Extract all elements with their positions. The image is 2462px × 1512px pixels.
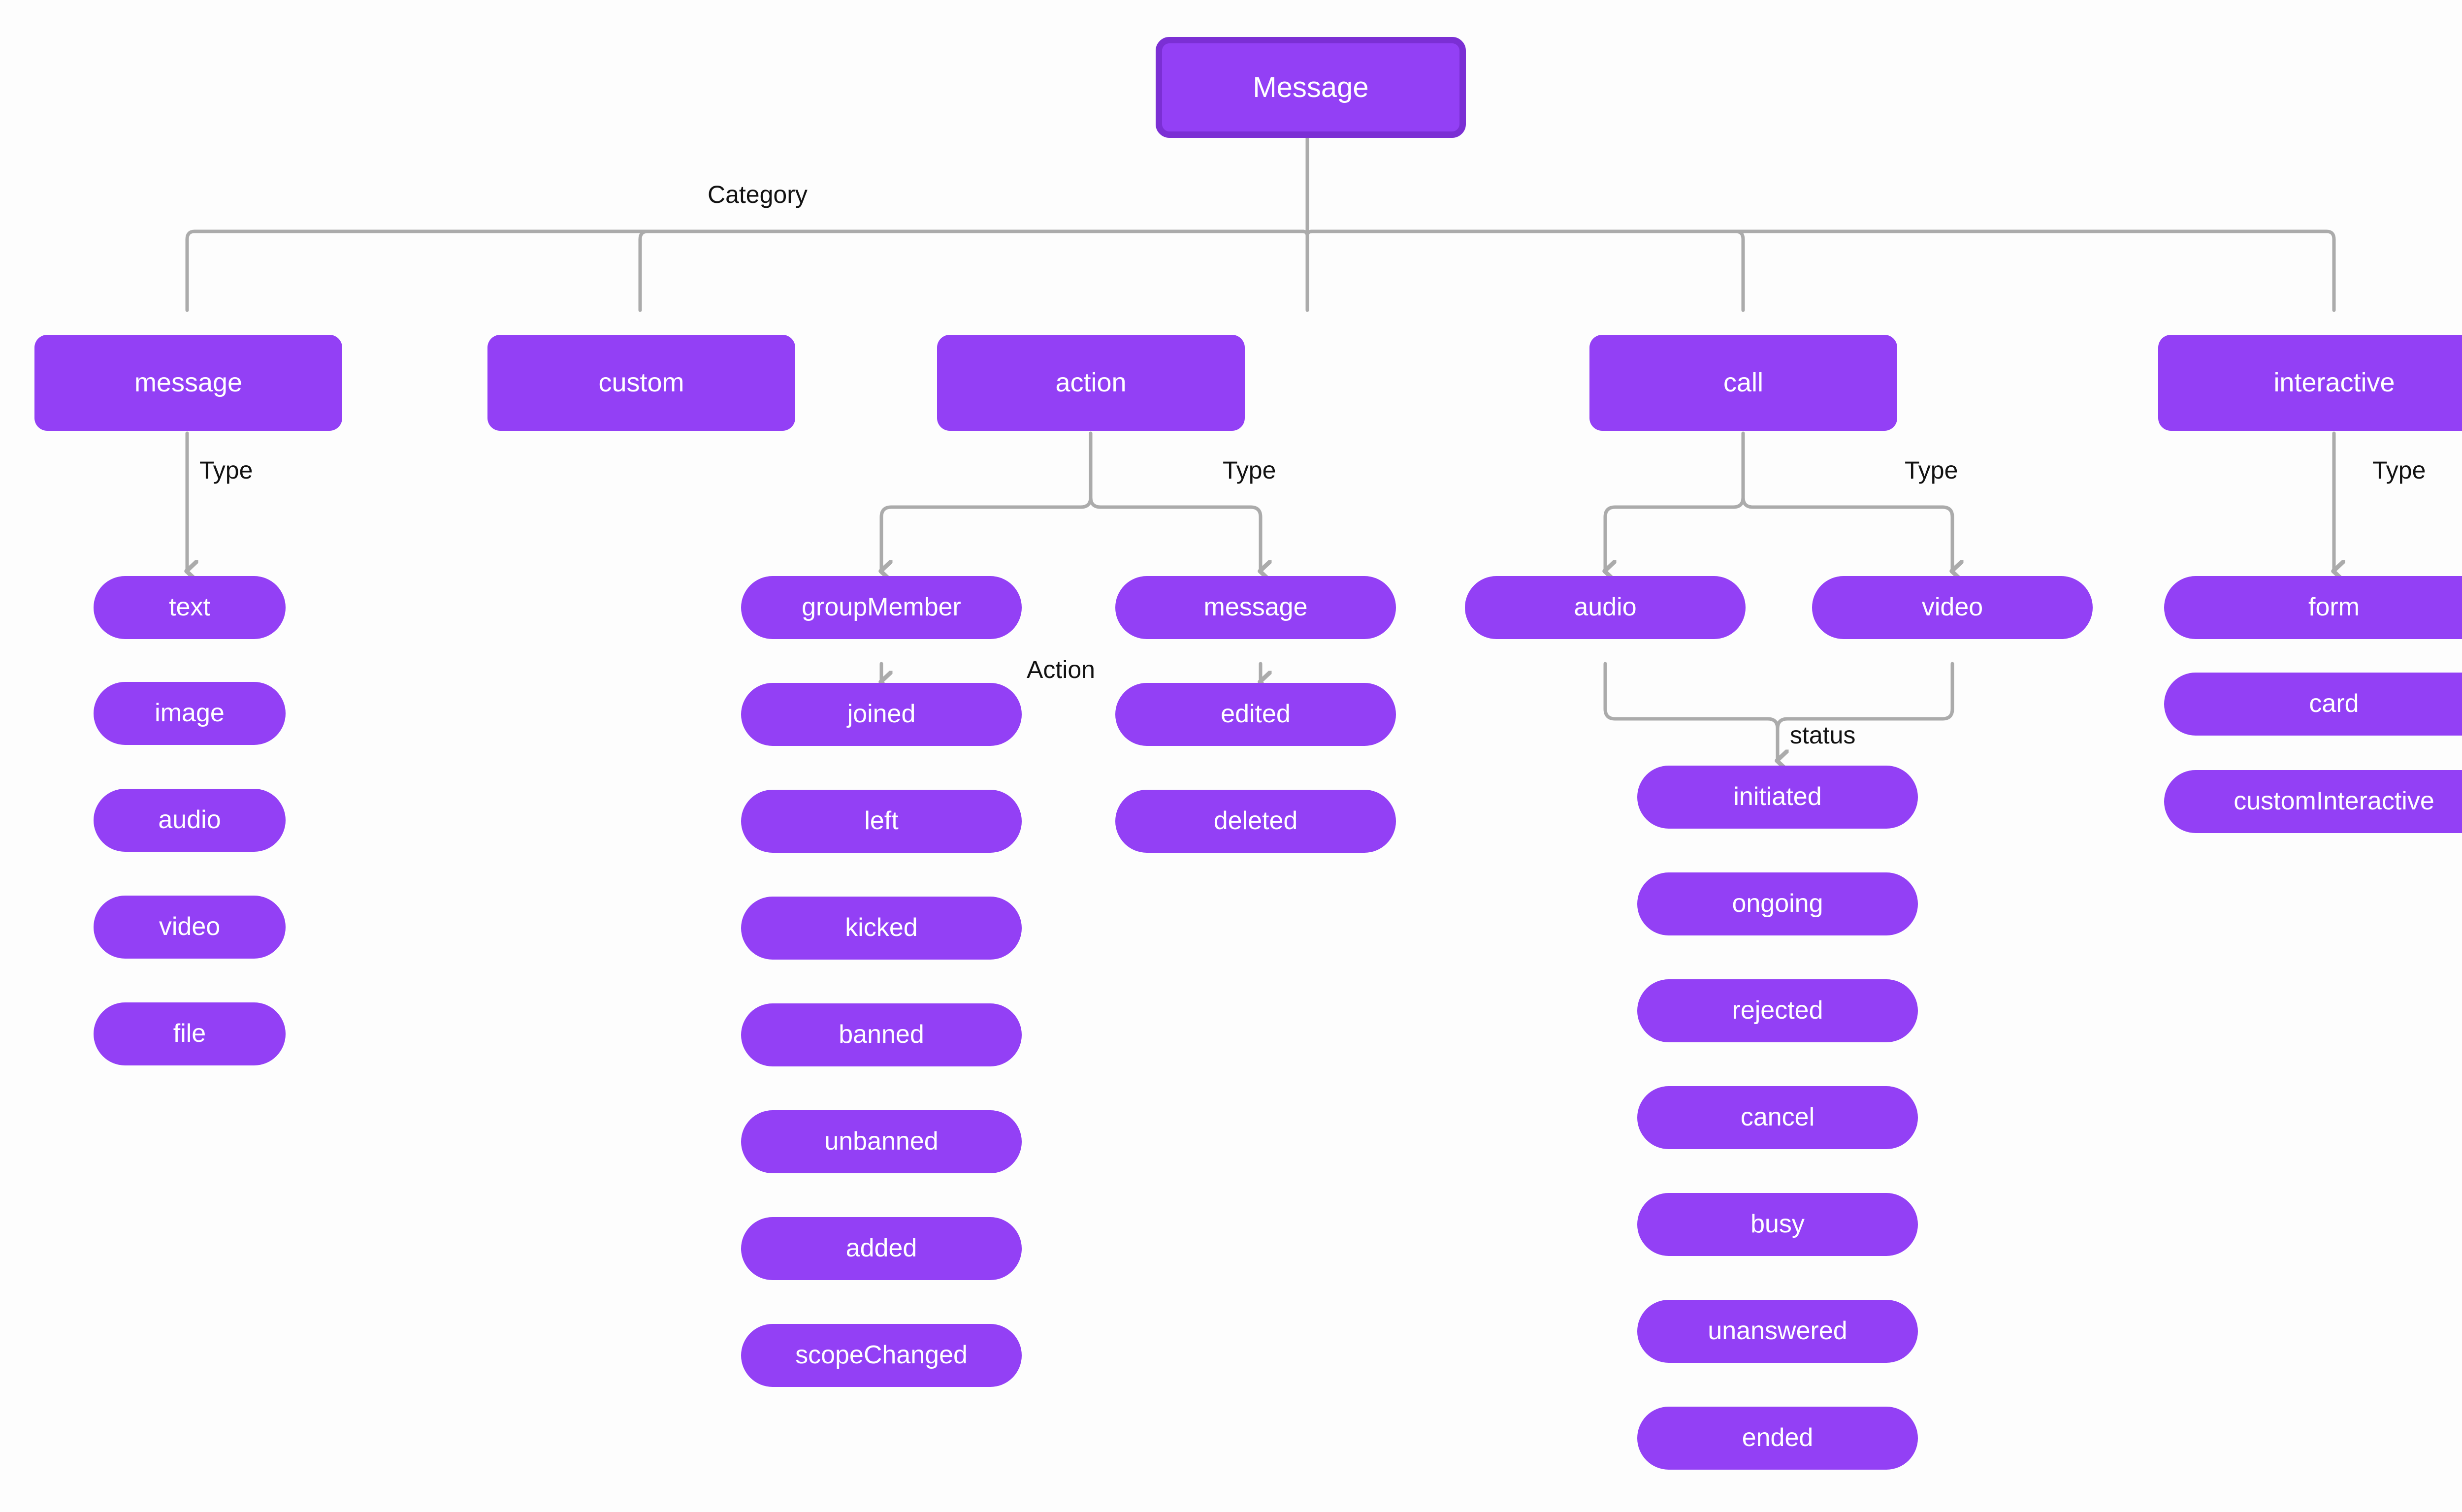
node-interactive-type-form[interactable]: form bbox=[2164, 576, 2462, 639]
node-message-type-image[interactable]: image bbox=[94, 682, 286, 745]
node-label: unanswered bbox=[1708, 1317, 1847, 1346]
node-root-message[interactable]: Message bbox=[1156, 37, 1466, 138]
edge-label-status: status bbox=[1790, 721, 1856, 749]
node-message-action-deleted[interactable]: deleted bbox=[1115, 790, 1396, 853]
node-label: banned bbox=[839, 1020, 924, 1049]
node-label: video bbox=[159, 912, 221, 941]
node-action-type-groupmember[interactable]: groupMember bbox=[741, 576, 1022, 639]
node-label: rejected bbox=[1732, 996, 1823, 1025]
node-label: custom bbox=[598, 367, 684, 397]
node-label: customInteractive bbox=[2234, 787, 2434, 816]
node-label: action bbox=[1055, 367, 1127, 397]
edge-label-type-interactive: Type bbox=[2372, 456, 2426, 484]
node-label: initiated bbox=[1733, 782, 1822, 811]
node-category-message[interactable]: message bbox=[34, 335, 342, 431]
node-category-custom[interactable]: custom bbox=[487, 335, 795, 431]
node-call-status-cancel[interactable]: cancel bbox=[1637, 1086, 1918, 1149]
node-call-status-initiated[interactable]: initiated bbox=[1637, 766, 1918, 829]
node-label: busy bbox=[1750, 1210, 1805, 1239]
node-interactive-type-custominteractive[interactable]: customInteractive bbox=[2164, 770, 2462, 833]
node-group-action-unbanned[interactable]: unbanned bbox=[741, 1110, 1022, 1173]
node-message-action-edited[interactable]: edited bbox=[1115, 683, 1396, 746]
node-label: file bbox=[173, 1019, 206, 1048]
node-label: joined bbox=[847, 700, 916, 729]
edge-label-action: Action bbox=[1027, 656, 1095, 683]
node-label: message bbox=[134, 367, 243, 397]
node-call-status-ended[interactable]: ended bbox=[1637, 1407, 1918, 1470]
node-label: groupMember bbox=[802, 593, 961, 622]
edge-label-type-message: Type bbox=[199, 456, 253, 484]
node-label: video bbox=[1921, 593, 1983, 622]
node-label: call bbox=[1723, 367, 1764, 397]
node-group-action-added[interactable]: added bbox=[741, 1217, 1022, 1280]
node-message-type-file[interactable]: file bbox=[94, 1002, 286, 1065]
node-label: audio bbox=[158, 805, 221, 835]
node-group-action-joined[interactable]: joined bbox=[741, 683, 1022, 746]
node-label: ended bbox=[1742, 1423, 1814, 1452]
node-label: message bbox=[1203, 593, 1308, 622]
node-label: kicked bbox=[845, 913, 918, 942]
node-call-type-video[interactable]: video bbox=[1812, 576, 2093, 639]
node-message-type-text[interactable]: text bbox=[94, 576, 286, 639]
node-category-call[interactable]: call bbox=[1589, 335, 1897, 431]
node-label: ongoing bbox=[1732, 889, 1823, 918]
node-group-action-scopechanged[interactable]: scopeChanged bbox=[741, 1324, 1022, 1387]
node-interactive-type-card[interactable]: card bbox=[2164, 673, 2462, 736]
node-call-status-rejected[interactable]: rejected bbox=[1637, 979, 1918, 1042]
node-category-interactive[interactable]: interactive bbox=[2158, 335, 2462, 431]
node-label: form bbox=[2308, 593, 2360, 622]
node-call-status-unanswered[interactable]: unanswered bbox=[1637, 1300, 1918, 1363]
node-label: text bbox=[169, 593, 210, 622]
edge-label-category: Category bbox=[708, 181, 808, 208]
node-label: scopeChanged bbox=[795, 1341, 968, 1370]
node-label: added bbox=[845, 1234, 917, 1263]
node-message-type-video[interactable]: video bbox=[94, 896, 286, 959]
node-label: deleted bbox=[1213, 806, 1298, 836]
node-category-action[interactable]: action bbox=[937, 335, 1245, 431]
node-label: image bbox=[155, 699, 225, 728]
node-message-type-audio[interactable]: audio bbox=[94, 789, 286, 852]
edge-label-type-action: Type bbox=[1223, 456, 1276, 484]
node-label: left bbox=[864, 806, 899, 836]
node-label: unbanned bbox=[824, 1127, 939, 1156]
node-group-action-left[interactable]: left bbox=[741, 790, 1022, 853]
node-group-action-kicked[interactable]: kicked bbox=[741, 897, 1022, 960]
node-call-status-ongoing[interactable]: ongoing bbox=[1637, 872, 1918, 935]
node-call-type-audio[interactable]: audio bbox=[1465, 576, 1746, 639]
node-label: audio bbox=[1574, 593, 1637, 622]
node-label: Message bbox=[1253, 71, 1369, 103]
node-group-action-banned[interactable]: banned bbox=[741, 1003, 1022, 1066]
node-label: interactive bbox=[2273, 367, 2395, 397]
node-label: card bbox=[2309, 689, 2359, 718]
node-label: cancel bbox=[1740, 1103, 1815, 1132]
edge-label-type-call: Type bbox=[1905, 456, 1958, 484]
node-label: edited bbox=[1221, 700, 1291, 729]
node-call-status-busy[interactable]: busy bbox=[1637, 1193, 1918, 1256]
node-action-type-message[interactable]: message bbox=[1115, 576, 1396, 639]
